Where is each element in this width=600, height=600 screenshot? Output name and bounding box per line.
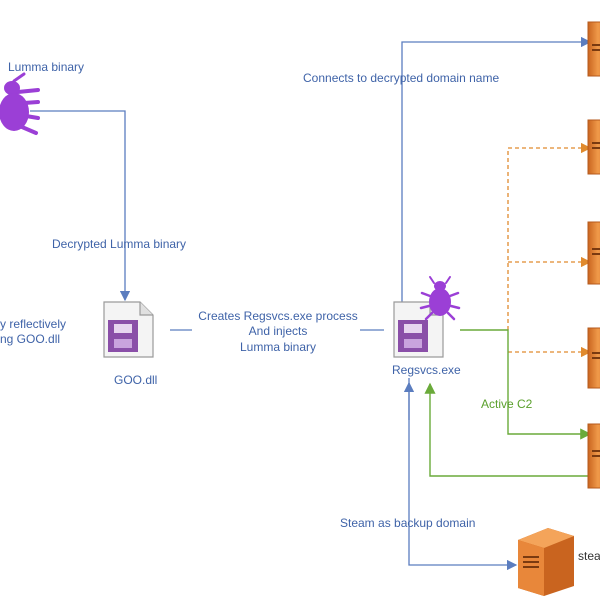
edge-green-return — [424, 382, 590, 477]
left-text-line2: ng GOO.dll — [0, 332, 60, 346]
edge-label-creates-2: And injects — [249, 324, 308, 338]
edge-orange-dashed — [507, 142, 592, 330]
left-text-line1: y reflectively — [0, 317, 66, 331]
edge-regsvcs-up-to-top-server — [401, 36, 592, 308]
bug-icon — [0, 72, 40, 135]
injected-bug-icon — [419, 276, 461, 321]
server-icon-3 — [587, 221, 600, 285]
edge-label-steam-backup: Steam as backup domain — [340, 516, 475, 530]
node-goo-dll-label: GOO.dll — [114, 373, 157, 387]
server-icon-2 — [587, 119, 600, 175]
edge-green-active-c2 — [460, 329, 592, 440]
edge-bug-to-goo — [30, 110, 131, 302]
edge-regsvcs-to-steam — [408, 378, 518, 571]
server-icon-4 — [587, 327, 600, 389]
server-icon-1 — [587, 21, 600, 77]
edge-label-connects: Connects to decrypted domain name — [303, 71, 499, 85]
node-regsvcs-label: Regsvcs.exe — [392, 363, 461, 377]
edge-label-creates-3: Lumma binary — [240, 340, 316, 354]
steam-server-icon — [518, 528, 574, 596]
edge-label-active-c2: Active C2 — [481, 397, 533, 411]
dll-file-icon — [103, 301, 154, 358]
server-icon-5 — [587, 423, 600, 489]
edge-label-decrypted: Decrypted Lumma binary — [52, 237, 186, 251]
edge-label-creates-1: Creates Regsvcs.exe process — [198, 309, 357, 323]
node-steam-label: stea — [578, 549, 600, 563]
node-lumma-binary-label: Lumma binary — [8, 60, 84, 74]
